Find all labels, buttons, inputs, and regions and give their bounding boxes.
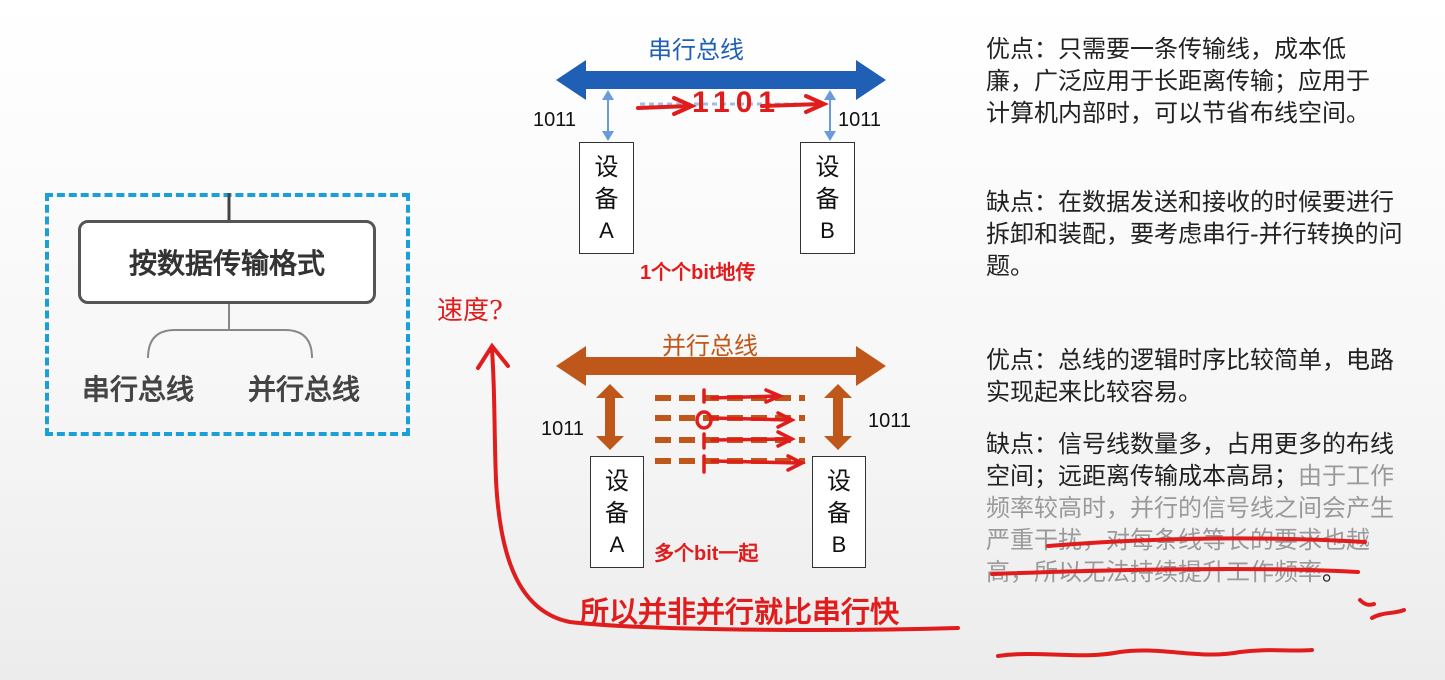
serial-device-b: 设 备 B [800,142,855,254]
serial-device-a-line2: 备 [594,185,619,214]
conclusion-text: 所以并非并行就比串行快 [580,595,900,629]
serial-device-b-line2: 备 [815,185,840,214]
parallel-device-b-line1: 设 [827,466,851,495]
parallel-annotation: 多个bit一起 [654,543,759,565]
parallel-device-b-letter: B [831,531,847,557]
serial-device-a-line1: 设 [594,152,619,181]
serial-advantages: 优点：只需要一条传输线，成本低廉，广泛应用于长距离传输；应用于计算机内部时，可以… [986,35,1370,127]
format-category-label: 按数据传输格式 [128,247,325,280]
parallel-device-b-line2: 备 [827,499,851,528]
parallel-advantages: 优点：总线的逻辑时序比较简单，电路实现起来比较容易。 [986,346,1394,406]
parallel-device-a: 设 备 A [590,456,644,568]
parallel-device-b: 设 备 B [812,456,866,568]
serial-bits-right: 1011 [838,109,882,131]
parallel-disadvantages-main: 缺点：信号线数量多，占用更多的布线空间；远距离传输成本高昂； [986,430,1394,490]
serial-device-b-letter: B [820,217,835,243]
serial-device-b-line1: 设 [815,152,840,181]
serial-bits-left: 1011 [533,109,577,131]
serial-device-a-letter: A [599,217,614,243]
serial-handwritten-bits: 1101 [692,86,782,119]
parallel-bits-right: 1011 [868,410,912,432]
serial-annotation: 1个个bit地传 [640,262,756,284]
serial-device-a: 设 备 A [579,142,634,254]
branch-serial-label: 串行总线 [82,373,195,406]
parallel-device-a-line1: 设 [605,466,629,495]
branch-parallel-label: 并行总线 [248,373,361,406]
parallel-bus-title: 并行总线 [662,332,758,360]
speed-question: 速度? [437,296,503,326]
serial-disadvantages: 缺点：在数据发送和接收的时候要进行拆卸和装配，要考虑串行-并行转换的问题。 [986,188,1403,280]
serial-bus-title: 串行总线 [648,36,744,64]
parallel-bits-left: 1011 [541,418,585,440]
parallel-device-a-line2: 备 [605,499,629,528]
format-category-box: 按数据传输格式 [78,220,376,304]
parallel-device-a-letter: A [609,531,625,557]
